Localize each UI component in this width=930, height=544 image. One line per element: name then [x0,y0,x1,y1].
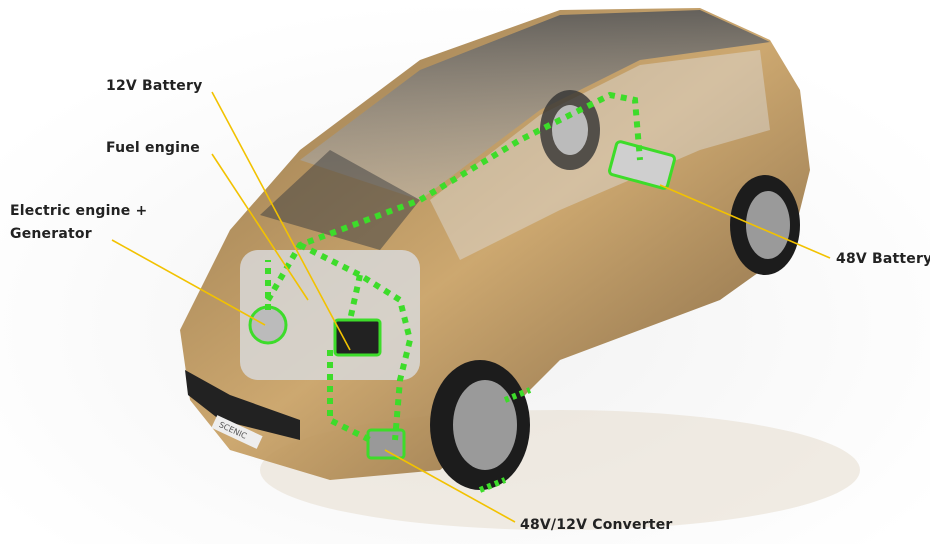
label-fuel-engine: Fuel engine [106,140,200,156]
leader-12v-battery [211,91,351,351]
label-generator: Generator [10,226,92,242]
side-windows [430,50,770,260]
leader-48v-battery [659,184,831,259]
battery-12v-icon [333,318,382,357]
front-wheel [430,360,530,490]
energy-flow-path [265,91,643,443]
front-grille [185,370,300,440]
electric-engine-icon [248,305,288,345]
car-roof [300,10,770,200]
spare-wheel [540,90,600,170]
scenic-badge [211,415,263,449]
label-electric-engine: Electric engine + [10,203,148,219]
label-converter: 48V/12V Converter [520,517,673,533]
leader-fuel-engine [211,153,309,301]
windshield [260,150,420,250]
leader-converter [384,449,516,523]
rear-wheel [730,175,800,275]
converter-icon [366,428,406,460]
label-12v-battery: 12V Battery [106,78,203,94]
battery-48v-icon [608,140,676,190]
label-48v-battery: 48V Battery [836,251,930,267]
leader-electric-engine [111,239,266,326]
